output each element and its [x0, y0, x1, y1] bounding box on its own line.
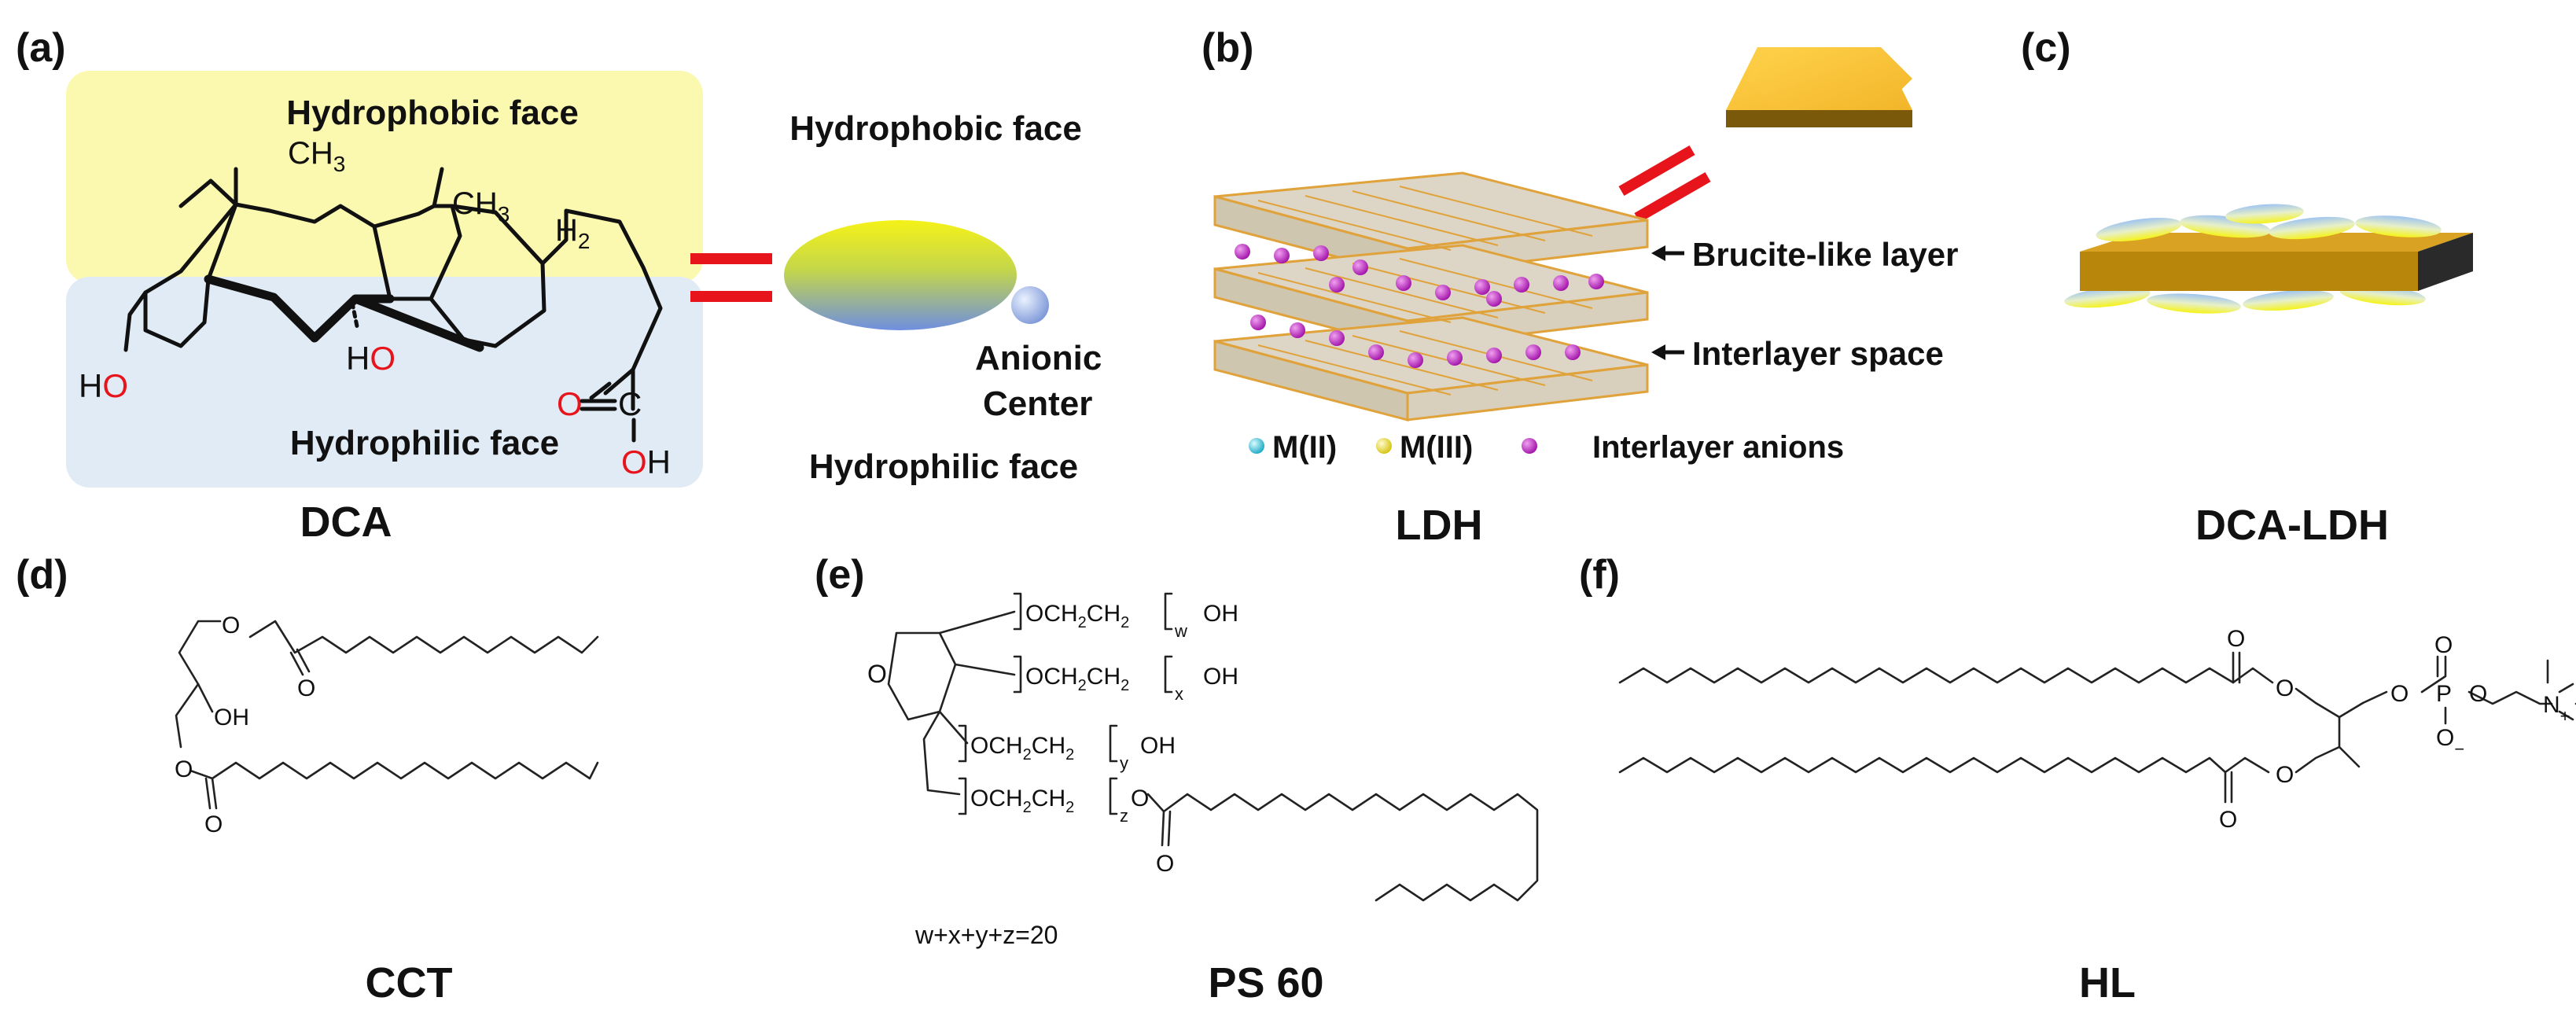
hydrophobic-face-label: Hydrophobic face	[286, 94, 579, 132]
panel-d: (d) O O OH O O CCT	[16, 552, 599, 1006]
panel-d-label: (d)	[16, 552, 68, 598]
panel-e-label: (e)	[815, 552, 865, 598]
legend-anion-dot	[1522, 438, 1537, 454]
hl-o-top: O	[2227, 626, 2245, 652]
acid-oh-group: OH	[621, 443, 671, 480]
dca-cartoon-ellipse	[784, 220, 1017, 330]
legend-m2-label: M(II)	[1272, 430, 1337, 465]
hl-p: P	[2436, 681, 2452, 707]
cct-name: CCT	[366, 959, 453, 1006]
legend-m2-dot	[1249, 438, 1264, 454]
equivalence-sign-a	[690, 253, 772, 302]
hl-o-minus: O−	[2436, 725, 2464, 759]
panel-c-label: (c)	[2021, 25, 2071, 71]
ps60-sub-w: w	[1174, 621, 1187, 641]
brucite-layer-label: Brucite-like layer	[1692, 236, 1959, 273]
dca-ldh-name: DCA-LDH	[2195, 502, 2389, 549]
ldh-platelet-icon	[1726, 47, 1912, 127]
cct-o-1: O	[222, 613, 240, 638]
ps60-oh-w: OH	[1203, 601, 1238, 627]
center-label: Center	[983, 385, 1092, 423]
ps60-sub-y: y	[1120, 753, 1128, 773]
cct-o-3: O	[175, 756, 193, 782]
ch3-label-2: CH3	[452, 186, 510, 226]
ps60-chain-y: OCH2CH2	[970, 733, 1074, 764]
hl-o-p1: O	[2390, 681, 2409, 707]
ps60-oh-y: OH	[1140, 733, 1176, 759]
hl-n: N+	[2543, 692, 2570, 726]
hl-o-link1: O	[2276, 675, 2294, 701]
ho-group-1: HO	[79, 367, 128, 404]
legend-m3-dot	[1376, 438, 1392, 454]
ps60-formula: w+x+y+z=20	[914, 921, 1058, 949]
ps60-ring-o: O	[867, 660, 887, 688]
interlayer-space-label: Interlayer space	[1692, 335, 1944, 372]
legend-m3-label: M(III)	[1400, 430, 1473, 465]
interlayer-arrow	[1651, 344, 1684, 360]
panel-e: (e) O OCH2CH2 w OH OCH2CH2 x OH OCH2CH2 …	[815, 552, 1539, 1006]
panel-a-label: (a)	[16, 25, 66, 71]
equivalence-sign-b	[1618, 145, 1711, 223]
cartoon-hydrophobic-label: Hydrophobic face	[789, 109, 1082, 148]
ldh-name: LDH	[1396, 502, 1483, 549]
hl-name: HL	[2079, 959, 2136, 1006]
ps60-oh-x: OH	[1203, 664, 1238, 690]
panel-a: (a) Hydrophobic face Hydrophilic face CH…	[16, 25, 1102, 546]
anionic-center-ball	[1011, 286, 1049, 324]
panel-f-label: (f)	[1579, 552, 1620, 598]
panel-b: (b)	[1202, 25, 1959, 549]
ps60-ester-o: O	[1131, 786, 1149, 811]
cct-o-2: O	[297, 675, 315, 701]
ldh-layered-structure	[1213, 171, 1649, 421]
cct-structure	[175, 620, 599, 810]
dca-name: DCA	[300, 499, 392, 546]
dca-structure	[123, 167, 663, 411]
dca-ldh-composite	[2064, 204, 2473, 314]
carbonyl-o: O	[557, 385, 583, 422]
ps60-chain-w: OCH2CH2	[1025, 601, 1129, 631]
c-o-double-bond	[580, 399, 617, 411]
ps60-name: PS 60	[1208, 959, 1323, 1006]
hydrophilic-face-label: Hydrophilic face	[290, 424, 559, 462]
cct-oh: OH	[214, 705, 249, 730]
hydrophilic-region	[66, 277, 703, 488]
brucite-arrow	[1651, 245, 1684, 261]
cartoon-hydrophilic-label: Hydrophilic face	[809, 447, 1078, 486]
ps60-carbonyl-o: O	[1156, 851, 1174, 877]
h2-label: H2	[555, 213, 590, 253]
hl-o-link3: O	[2469, 681, 2487, 707]
ps60-structure	[887, 592, 1539, 902]
hl-structure	[1618, 651, 2576, 804]
hl-o-p-top: O	[2434, 632, 2453, 658]
hl-o-bottom: O	[2219, 807, 2237, 833]
ps60-sub-z: z	[1120, 806, 1128, 826]
panel-c: (c) DCA-LDH	[2021, 25, 2473, 549]
ps60-chain-x: OCH2CH2	[1025, 664, 1129, 694]
legend-anions-label: Interlayer anions	[1592, 430, 1844, 465]
panel-f: (f) O O O O O O P O− O N+ HL	[1579, 552, 2576, 1006]
anionic-label: Anionic	[975, 339, 1102, 377]
cct-o-4: O	[204, 811, 223, 837]
ch3-label-1: CH3	[288, 136, 345, 176]
ps60-sub-x: x	[1175, 684, 1183, 704]
carboxyl-c: C	[618, 385, 642, 422]
hl-o-link2: O	[2276, 762, 2294, 788]
oh-group-2: HO	[346, 340, 396, 377]
ps60-chain-z: OCH2CH2	[970, 786, 1074, 816]
panel-b-label: (b)	[1202, 25, 1253, 71]
